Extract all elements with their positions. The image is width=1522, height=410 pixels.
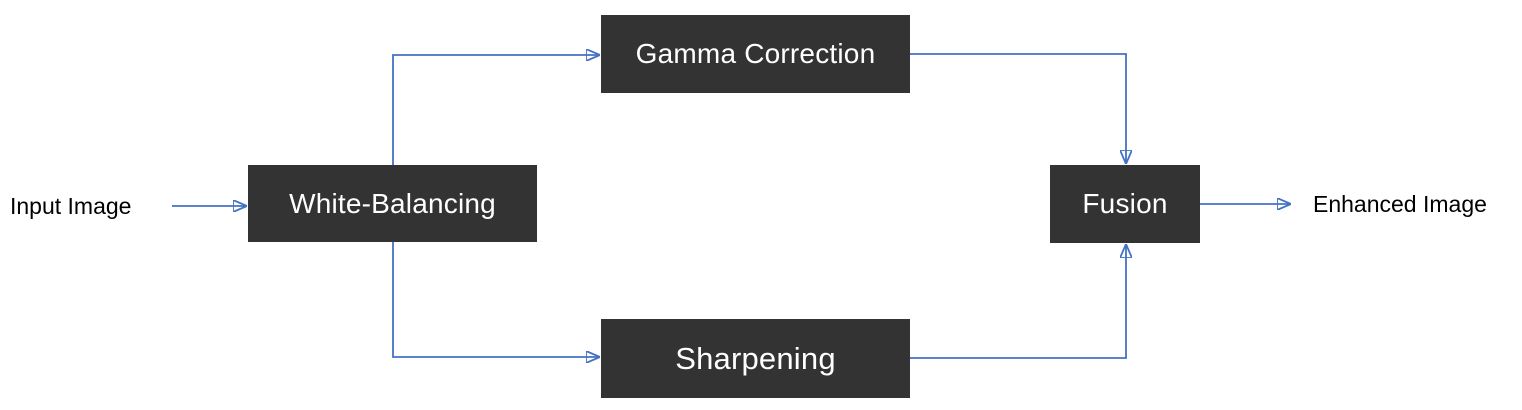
node-gamma-correction: Gamma Correction — [601, 15, 910, 93]
edge-white-balancing-to-sharpening — [392, 242, 599, 357]
node-white-balancing-label: White-Balancing — [289, 187, 496, 219]
edge-white-balancing-to-gamma-correction — [392, 55, 599, 165]
node-gamma-correction-label: Gamma Correction — [635, 38, 876, 69]
node-fusion-label: Fusion — [1082, 188, 1168, 219]
label-enhanced-image: Enhanced Image — [1313, 190, 1487, 217]
node-fusion: Fusion — [1050, 165, 1200, 243]
label-input-image: Input Image — [10, 192, 132, 219]
node-sharpening-label: Sharpening — [675, 340, 836, 376]
edge-gamma-correction-to-fusion — [910, 53, 1126, 163]
node-white-balancing: White-Balancing — [248, 165, 537, 242]
node-sharpening: Sharpening — [601, 319, 910, 398]
edge-sharpening-to-fusion — [910, 245, 1126, 359]
